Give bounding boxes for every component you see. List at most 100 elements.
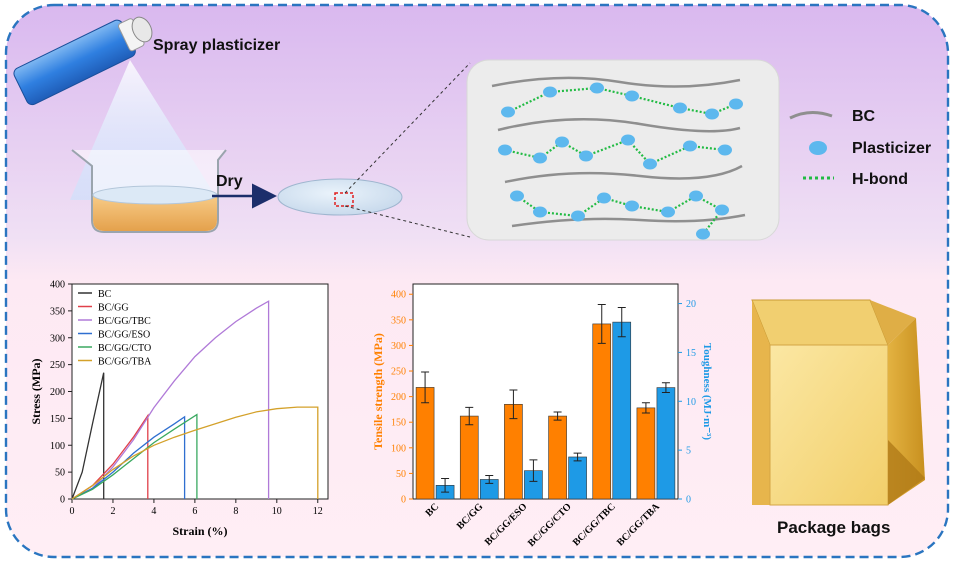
plot-area [412,283,679,500]
y-tick-label: 150 [391,418,406,429]
x-tick-label: 0 [70,506,75,517]
y-tick-label: 50 [396,469,406,480]
spray-can-icon [13,16,153,106]
y-axis-label: Tensile strength (MPa) [371,333,385,450]
y2-tick-label: 20 [686,299,696,310]
package-label: Package bags [777,518,890,537]
y-tick-label: 400 [50,280,65,291]
microstructure [491,76,746,240]
plasticizer-molecule [625,200,639,212]
plasticizer-molecule [696,228,710,240]
series-line [71,415,186,500]
y-tick-label: 0 [401,495,406,506]
legend-plasticizer-icon [809,141,827,155]
y-axis-label: Stress (MPa) [29,358,43,424]
error-bar [597,303,606,344]
y-tick-label: 200 [391,392,406,403]
y-tick-label: 300 [391,341,406,352]
y-tick-label: 250 [50,360,65,371]
plasticizer-molecule [510,190,524,202]
series-line [71,372,105,500]
x-tick-label: 10 [272,506,282,517]
plasticizer-molecule [661,206,675,218]
plasticizer-molecule [498,144,512,156]
plasticizer-molecule [571,210,585,222]
y2-tick-label: 5 [686,446,691,457]
plasticizer-molecule [533,152,547,164]
y-tick-label: 50 [55,468,65,479]
error-bar [573,452,582,462]
legend-entry: BC/GG/TBA [98,357,152,368]
h-bond [649,144,691,166]
plasticizer-molecule [590,82,604,94]
series-line [71,300,270,500]
h-bond [631,94,681,110]
x-tick-label: 4 [151,506,156,517]
bc-film [277,178,403,216]
package-bag-icon [751,299,925,506]
error-bar [641,402,650,414]
error-bar [617,306,626,338]
x-tick-label: 12 [313,506,323,517]
y-tick-label: 200 [50,387,65,398]
y-tick-label: 300 [50,333,65,344]
series-line [71,406,319,500]
error-bar [529,459,538,482]
y-tick-label: 0 [60,495,65,506]
plasticizer-molecule [579,150,593,162]
plasticizer-molecule [555,136,569,148]
h-bond [585,138,629,158]
error-bar [553,411,562,421]
legend-entry: BC/GG [98,303,129,314]
dry-label: Dry [216,173,243,190]
bar-tensile [592,323,612,500]
plot-area [71,283,329,500]
plasticizer-molecule [673,102,687,114]
bc-fiber [511,213,746,228]
y-tick-label: 250 [391,367,406,378]
plasticizer-molecule [729,98,743,110]
error-bar [509,389,518,420]
legend-bc-line [789,111,833,120]
bar-toughness [656,387,676,500]
bc-fiber [497,117,741,133]
microstructure-panel [466,59,780,241]
bar-tensile [415,387,435,500]
beaker-icon [71,149,227,233]
legend-bc: BC [852,108,876,125]
bar-tensile [548,415,567,500]
y-tick-label: 100 [391,443,406,454]
plasticizer-molecule [715,204,729,216]
bar-tensile [636,407,656,500]
y2-tick-label: 0 [686,495,691,506]
legend-entry: BC [98,289,112,300]
y-tick-label: 400 [391,290,406,301]
y-tick-label: 350 [391,315,406,326]
y-tick-label: 350 [50,306,65,317]
plasticizer-molecule [625,90,639,102]
zoom-line-top [344,62,471,194]
legend-entry: BC/GG/TBC [98,316,151,327]
bc-fiber [504,164,743,184]
error-bar [485,475,494,484]
y-tick-label: 150 [50,414,65,425]
x-tick-label: 8 [233,506,238,517]
bc-fiber [491,76,741,88]
error-bar [421,371,430,404]
legend-plasticizer: Plasticizer [852,140,931,157]
plasticizer-molecule [597,192,611,204]
x-axis-label: Strain (%) [173,524,228,538]
plasticizer-molecule [689,190,703,202]
error-bar [441,477,450,493]
plasticizer-molecule [501,106,515,118]
plasticizer-molecule [718,144,732,156]
error-bar [465,406,474,426]
plasticizer-molecule [683,140,697,152]
x-tick-label: 2 [110,506,115,517]
bar-tensile [459,415,479,500]
plasticizer-molecule [705,108,719,120]
legend-entry: BC/GG/ESO [98,330,150,341]
y2-tick-label: 15 [686,348,696,359]
x-tick-label: 6 [192,506,197,517]
